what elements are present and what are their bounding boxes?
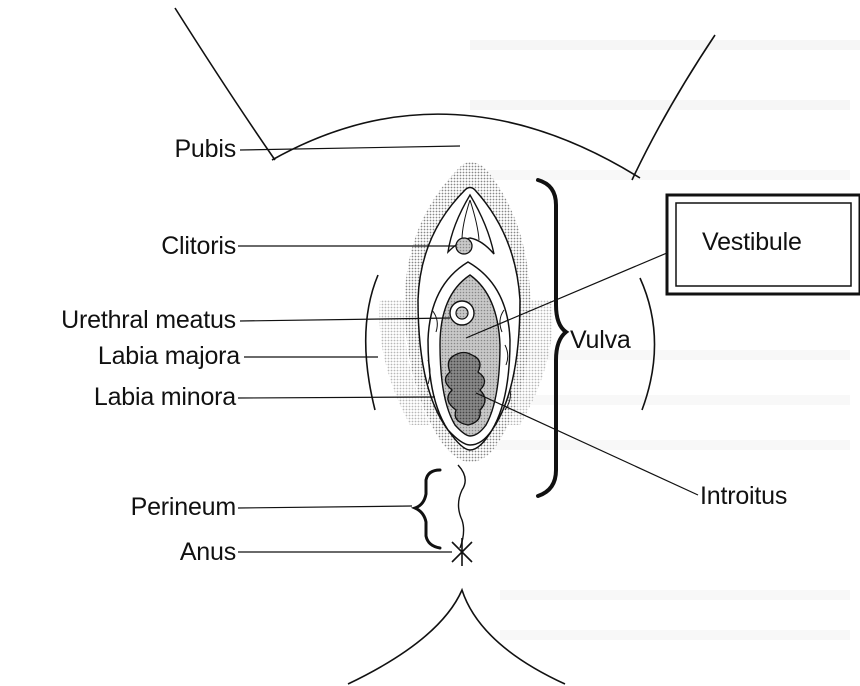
anus-mark	[452, 538, 472, 566]
label-labia-minora: Labia minora	[0, 385, 236, 410]
label-perineum: Perineum	[40, 495, 236, 520]
perineum-leader	[238, 506, 412, 508]
label-vulva: Vulva	[570, 328, 631, 353]
right-outer-fold-line	[640, 278, 655, 410]
label-urethral-meatus: Urethral meatus	[0, 308, 236, 333]
clitoris-shape	[456, 238, 472, 254]
left-outer-fold-line	[366, 275, 378, 410]
perineum-curve	[458, 465, 465, 548]
label-pubis: Pubis	[100, 137, 236, 162]
label-clitoris: Clitoris	[60, 234, 236, 259]
label-vestibule: Vestibule	[702, 230, 802, 255]
label-labia-majora: Labia majora	[0, 344, 240, 369]
urethral-meatus-inner	[456, 307, 468, 319]
label-introitus: Introitus	[700, 484, 787, 509]
label-anus: Anus	[100, 540, 236, 565]
perineum-brace	[415, 470, 440, 548]
pubis-leader	[240, 146, 460, 150]
